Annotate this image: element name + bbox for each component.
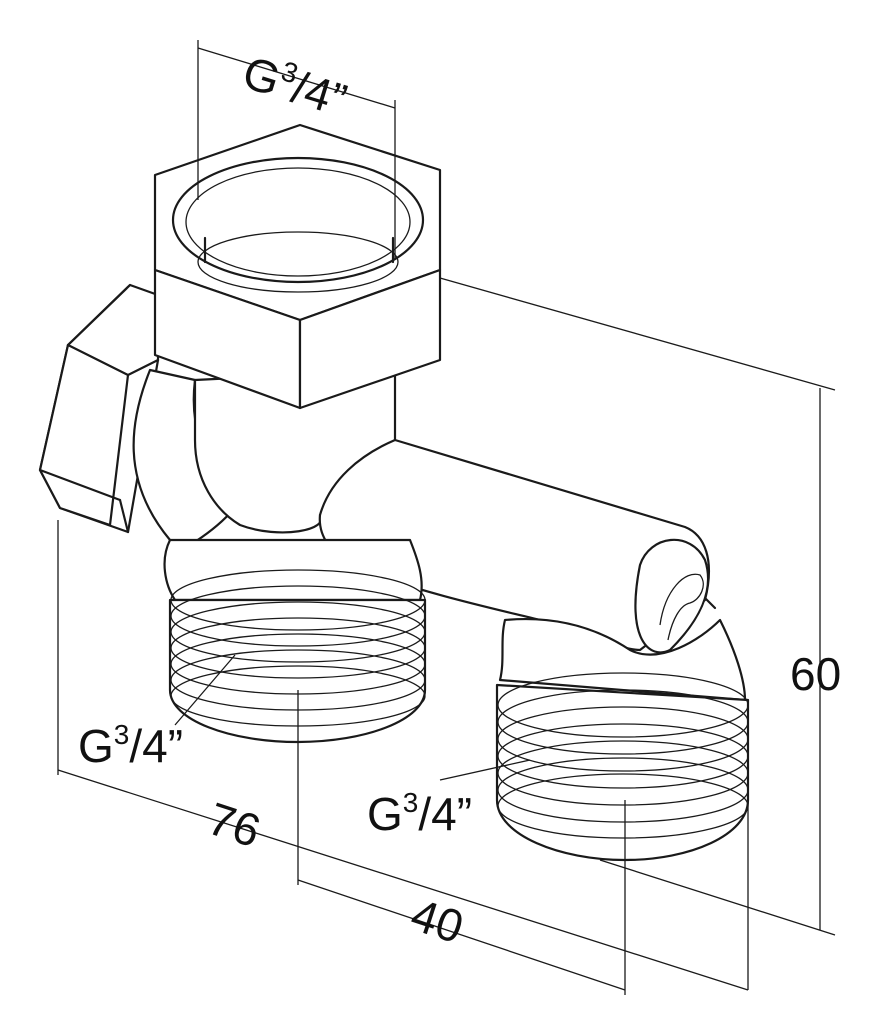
top-hex-nut: [153, 123, 442, 410]
side-hex-handle: [38, 283, 160, 534]
right-threaded-outlet: [495, 617, 750, 862]
top-connection-label: G3/4”: [237, 45, 353, 126]
left-threaded-outlet: [163, 538, 427, 744]
right-outlet-label: G3/4”: [367, 787, 472, 840]
left-outlet-label: G3/4”: [78, 719, 183, 772]
dimension-lines: [57, 40, 836, 995]
height-dimension-label: 60: [790, 648, 841, 700]
valve-body: [132, 368, 717, 654]
overall-width-dimension-label: 76: [202, 792, 267, 857]
